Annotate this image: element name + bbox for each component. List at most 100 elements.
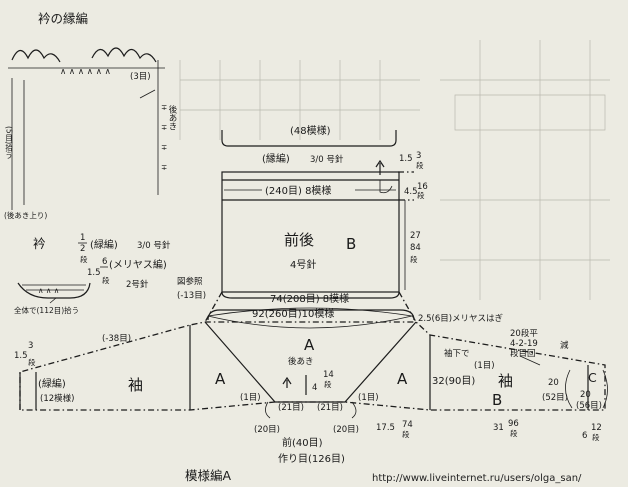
svg-text:段: 段 <box>592 432 600 442</box>
svg-text:段: 段 <box>80 254 88 264</box>
body-main-letter: B <box>346 235 356 253</box>
svg-text:(12模様): (12模様) <box>40 393 74 404</box>
right-width-32: 32(90目) <box>432 376 475 387</box>
svg-text:4.5: 4.5 <box>404 187 418 197</box>
collar-edge-label: (緑編) <box>90 238 118 251</box>
yoke-center-A: A <box>304 336 315 354</box>
right-sleeve: 20段平 4-2-19 段目回 減 袖下で (1目) 32(90目) 袖 B 2… <box>432 328 608 442</box>
svg-text:(1目): (1目) <box>358 393 379 403</box>
svg-text:(56目): (56目) <box>576 401 602 411</box>
width-92-label: 92(260目)10模様 <box>252 307 334 320</box>
collar-edging-chart: 衿の縁編 ∧ ∧ ∧ ∧ ∧ ∧ ∓ ∓ ∓ ∓ (3目) 後あき (5目)拾う… <box>4 11 177 220</box>
svg-text:20: 20 <box>548 378 559 388</box>
svg-text:6: 6 <box>582 431 587 441</box>
width-74-label: 74(208目) 8模様 <box>270 292 349 305</box>
top-band-brace <box>221 130 397 147</box>
svg-text:1.5: 1.5 <box>14 351 28 361</box>
svg-text:27: 27 <box>410 231 421 241</box>
svg-text:14: 14 <box>323 370 334 380</box>
svg-text:段: 段 <box>402 429 410 439</box>
svg-text:段: 段 <box>410 254 418 264</box>
minus-13: (-13目) <box>177 291 206 301</box>
svg-text:段: 段 <box>510 428 518 438</box>
collar-stockinette-label: (メリヤス編) <box>109 258 167 271</box>
svg-text:(1目): (1目) <box>240 393 261 403</box>
up-arrow-left <box>282 376 292 388</box>
svg-text:12: 12 <box>591 423 602 433</box>
svg-text:20段平: 20段平 <box>510 328 538 339</box>
svg-text:段目回: 段目回 <box>510 348 536 359</box>
cast-on-label: 作り目(126目) <box>278 453 345 465</box>
body-needle: 4号針 <box>290 258 316 271</box>
svg-text:17.5: 17.5 <box>376 423 395 433</box>
svg-text:段: 段 <box>416 160 424 170</box>
svg-text:段: 段 <box>324 379 332 389</box>
yoke-section: A A A 後あき 4 14 段 (1目) (1目) (21目) (21目) (… <box>19 307 606 465</box>
svg-text:3: 3 <box>416 151 421 161</box>
svg-text:20: 20 <box>580 390 591 400</box>
svg-text:4-2-19: 4-2-19 <box>510 339 538 349</box>
svg-text:段: 段 <box>28 357 36 367</box>
svg-text:1.5: 1.5 <box>399 154 413 164</box>
back-opening-label: 後あき <box>167 104 177 130</box>
svg-text:(1目): (1目) <box>474 361 495 371</box>
edging-rows: (3目) <box>130 72 151 82</box>
svg-text:84: 84 <box>410 243 421 253</box>
stockinette-join: 2.5(6目)メリヤスはぎ <box>418 313 504 324</box>
left-sleeve-title: 袖 <box>128 376 143 394</box>
svg-text:(52目): (52目) <box>542 393 568 403</box>
svg-text:∧ ∧ ∧ ∧ ∧ ∧: ∧ ∧ ∧ ∧ ∧ ∧ <box>60 67 111 77</box>
body-panel: (48模様) (縁編) 3/0 号針 1.5 3 段 (240目) 8模様 4.… <box>177 124 504 324</box>
svg-text:31: 31 <box>493 423 504 433</box>
left-sleeve: (-38目) 1.5 3 段 (緑編) (12模様) 袖 <box>14 334 143 404</box>
svg-text:1: 1 <box>80 233 85 243</box>
svg-text:∓: ∓ <box>161 123 167 132</box>
svg-text:3/0 号針: 3/0 号針 <box>137 240 171 251</box>
yoke-right-A: A <box>397 370 408 388</box>
svg-text:16: 16 <box>417 182 428 192</box>
svg-text:(21目): (21目) <box>317 403 343 413</box>
svg-text:4: 4 <box>312 383 317 393</box>
left-sleeve-edge: (緑編) <box>38 377 66 390</box>
svg-text:2: 2 <box>80 244 85 254</box>
svg-text:3: 3 <box>28 341 33 351</box>
collar-outline <box>17 282 91 299</box>
body-main-label: 前後 <box>284 231 314 249</box>
stitch-240-label: (240目) 8模様 <box>265 184 331 197</box>
svg-text:∓: ∓ <box>161 163 167 172</box>
see-figure: 図参照 <box>177 276 203 287</box>
collar-title: 衿 <box>33 236 46 251</box>
svg-text:(21目): (21目) <box>278 403 304 413</box>
back-opening-top-label: (後あき上り) <box>4 210 47 220</box>
svg-text:(20目): (20目) <box>254 425 280 435</box>
svg-text:74: 74 <box>402 420 413 430</box>
collar-edging-title: 衿の縁編 <box>38 11 88 26</box>
right-sleeve-letter: B <box>492 391 502 409</box>
front-back-rect <box>221 171 400 293</box>
front-label: 前(40目) <box>282 436 323 449</box>
left-sleeve-minus38: (-38目) <box>102 334 131 344</box>
svg-text:(20目): (20目) <box>333 425 359 435</box>
svg-text:段: 段 <box>417 190 425 200</box>
body-edge-label: (縁編) <box>262 152 290 165</box>
right-sleeve-title: 袖 <box>498 372 513 390</box>
scallop-edge <box>11 47 157 63</box>
collar-section: 衿 1 2 (緑編) 3/0 号針 段 1.5 6 (メリヤス編) 段 2号針 … <box>14 233 171 315</box>
svg-text:2号針: 2号針 <box>126 279 149 290</box>
svg-text:96: 96 <box>508 419 519 429</box>
pattern-title: 模様編A <box>185 468 232 483</box>
pickup-label: (5目)拾う <box>4 126 13 159</box>
svg-text:1.5: 1.5 <box>87 268 101 278</box>
yoke-back-opening: 後あき <box>288 356 314 367</box>
source-url: http://www.liveinternet.ru/users/olga_sa… <box>372 473 582 484</box>
svg-text:減: 減 <box>560 340 569 351</box>
collar-pickup: 全体で(112目)拾う <box>14 305 79 315</box>
background-grid <box>179 40 610 300</box>
svg-text:3/0 号針: 3/0 号針 <box>310 154 344 165</box>
svg-text:∓: ∓ <box>161 103 167 112</box>
svg-text:段: 段 <box>102 275 110 285</box>
yoke-left-A: A <box>215 370 226 388</box>
top-band-label: (48模様) <box>290 124 331 137</box>
right-sleeve-C: C <box>588 370 597 385</box>
